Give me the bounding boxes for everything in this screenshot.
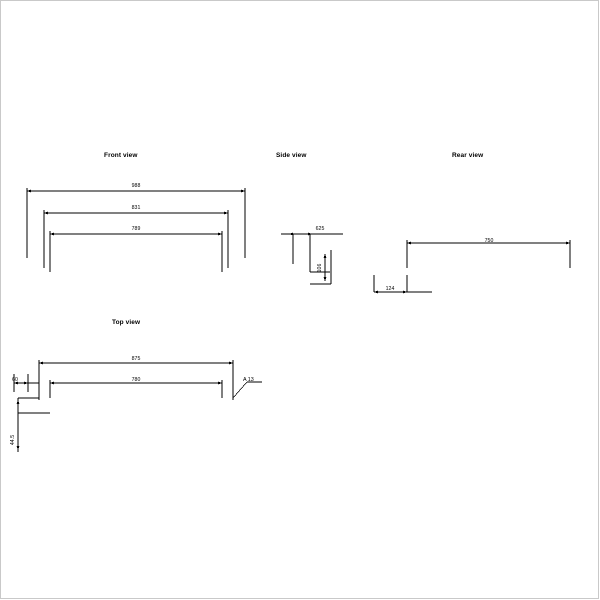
top-view-geometry — [13, 360, 262, 452]
rear-view-title: Rear view — [452, 152, 484, 159]
front-view-geometry — [26, 188, 246, 272]
side-dim-depth: 625 — [315, 226, 325, 232]
side-dim-height-step: 106 — [317, 263, 323, 273]
top-dim-edge-offset: 60 — [12, 377, 18, 383]
front-dim-leg-span: 789 — [131, 226, 141, 232]
top-dim-depth: 44.5 — [10, 434, 16, 446]
front-dim-inner-width: 831 — [131, 205, 141, 211]
rear-dim-width: 750 — [484, 238, 494, 244]
rear-dim-offset: 124 — [385, 286, 395, 292]
top-view-title: Top view — [112, 319, 141, 326]
top-dim-inner: 780 — [131, 377, 141, 383]
rear-view-geometry — [373, 240, 571, 294]
top-leader-note: A 13 — [243, 377, 254, 383]
side-view-title: Side view — [276, 152, 307, 159]
side-view-geometry — [281, 232, 343, 285]
front-dim-overall-width: 988 — [131, 183, 141, 189]
front-view-title: Front view — [104, 152, 138, 159]
top-dim-overall: 875 — [131, 356, 141, 362]
